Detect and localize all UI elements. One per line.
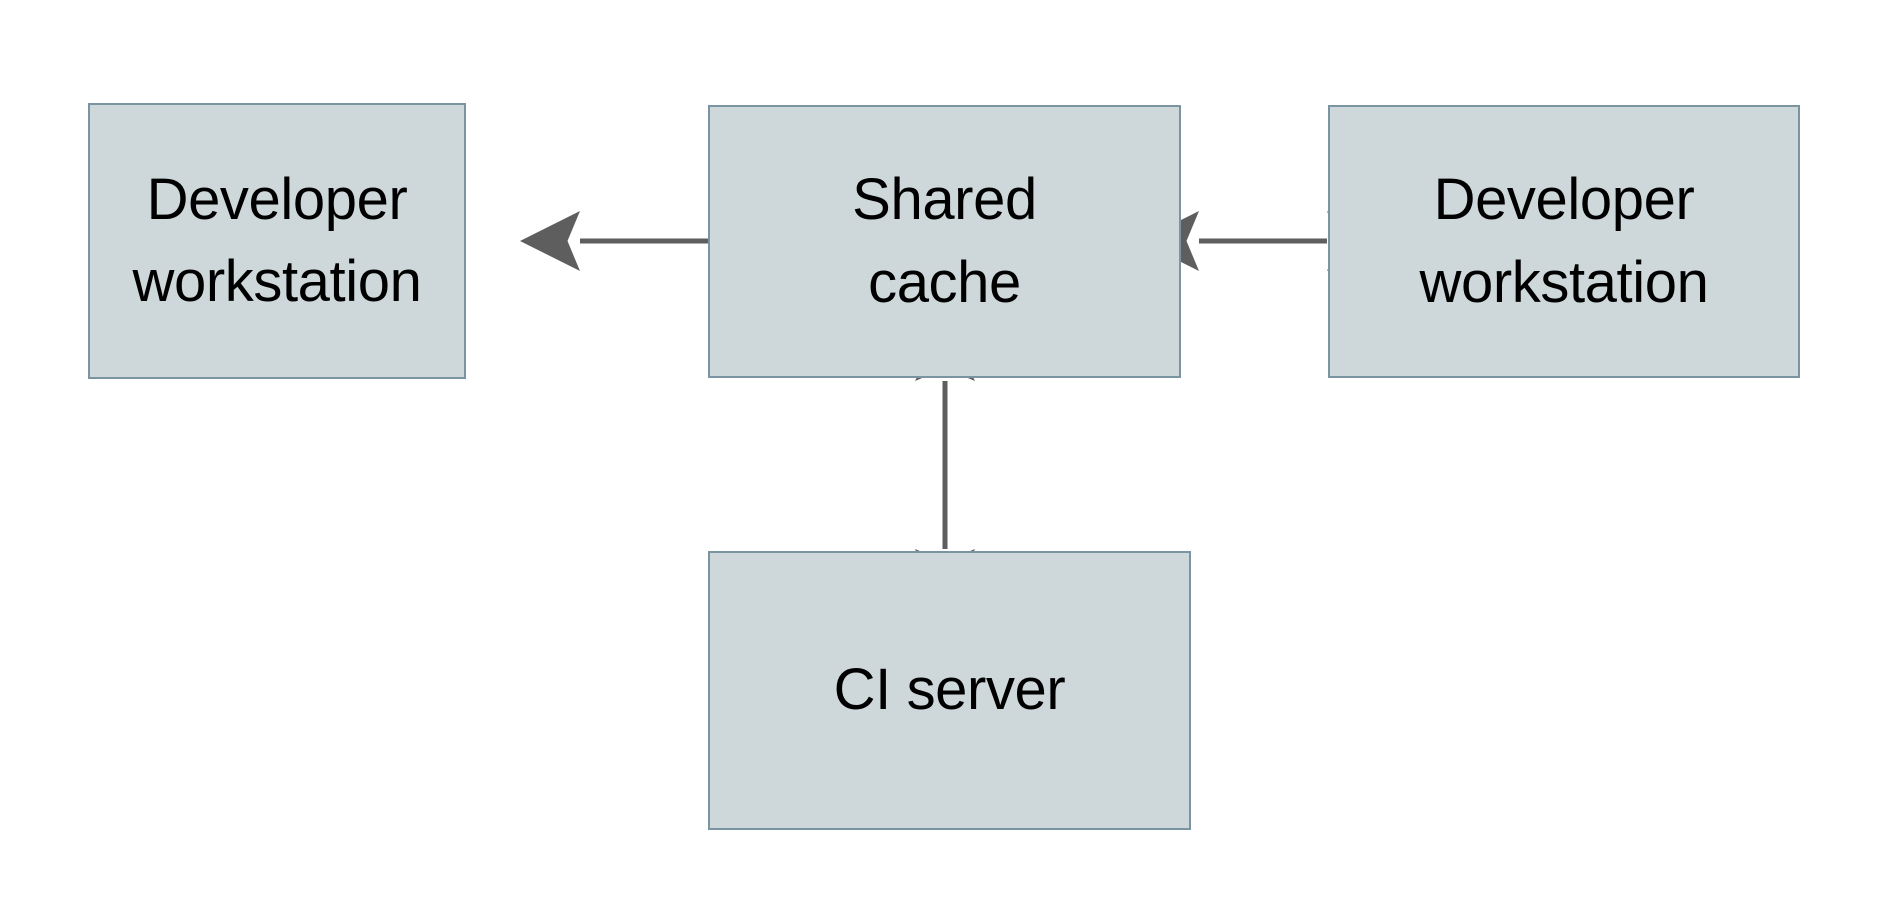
node-developer-workstation-right[interactable]: Developer workstation bbox=[1328, 105, 1800, 378]
node-developer-workstation-left[interactable]: Developer workstation bbox=[88, 103, 466, 379]
node-label: Developer workstation bbox=[1419, 167, 1709, 315]
node-label: Shared cache bbox=[852, 167, 1037, 315]
node-label: CI server bbox=[833, 657, 1066, 723]
node-shared-cache[interactable]: Shared cache bbox=[708, 105, 1181, 378]
node-label: Developer workstation bbox=[132, 166, 422, 314]
node-ci-server[interactable]: CI server bbox=[708, 551, 1191, 830]
